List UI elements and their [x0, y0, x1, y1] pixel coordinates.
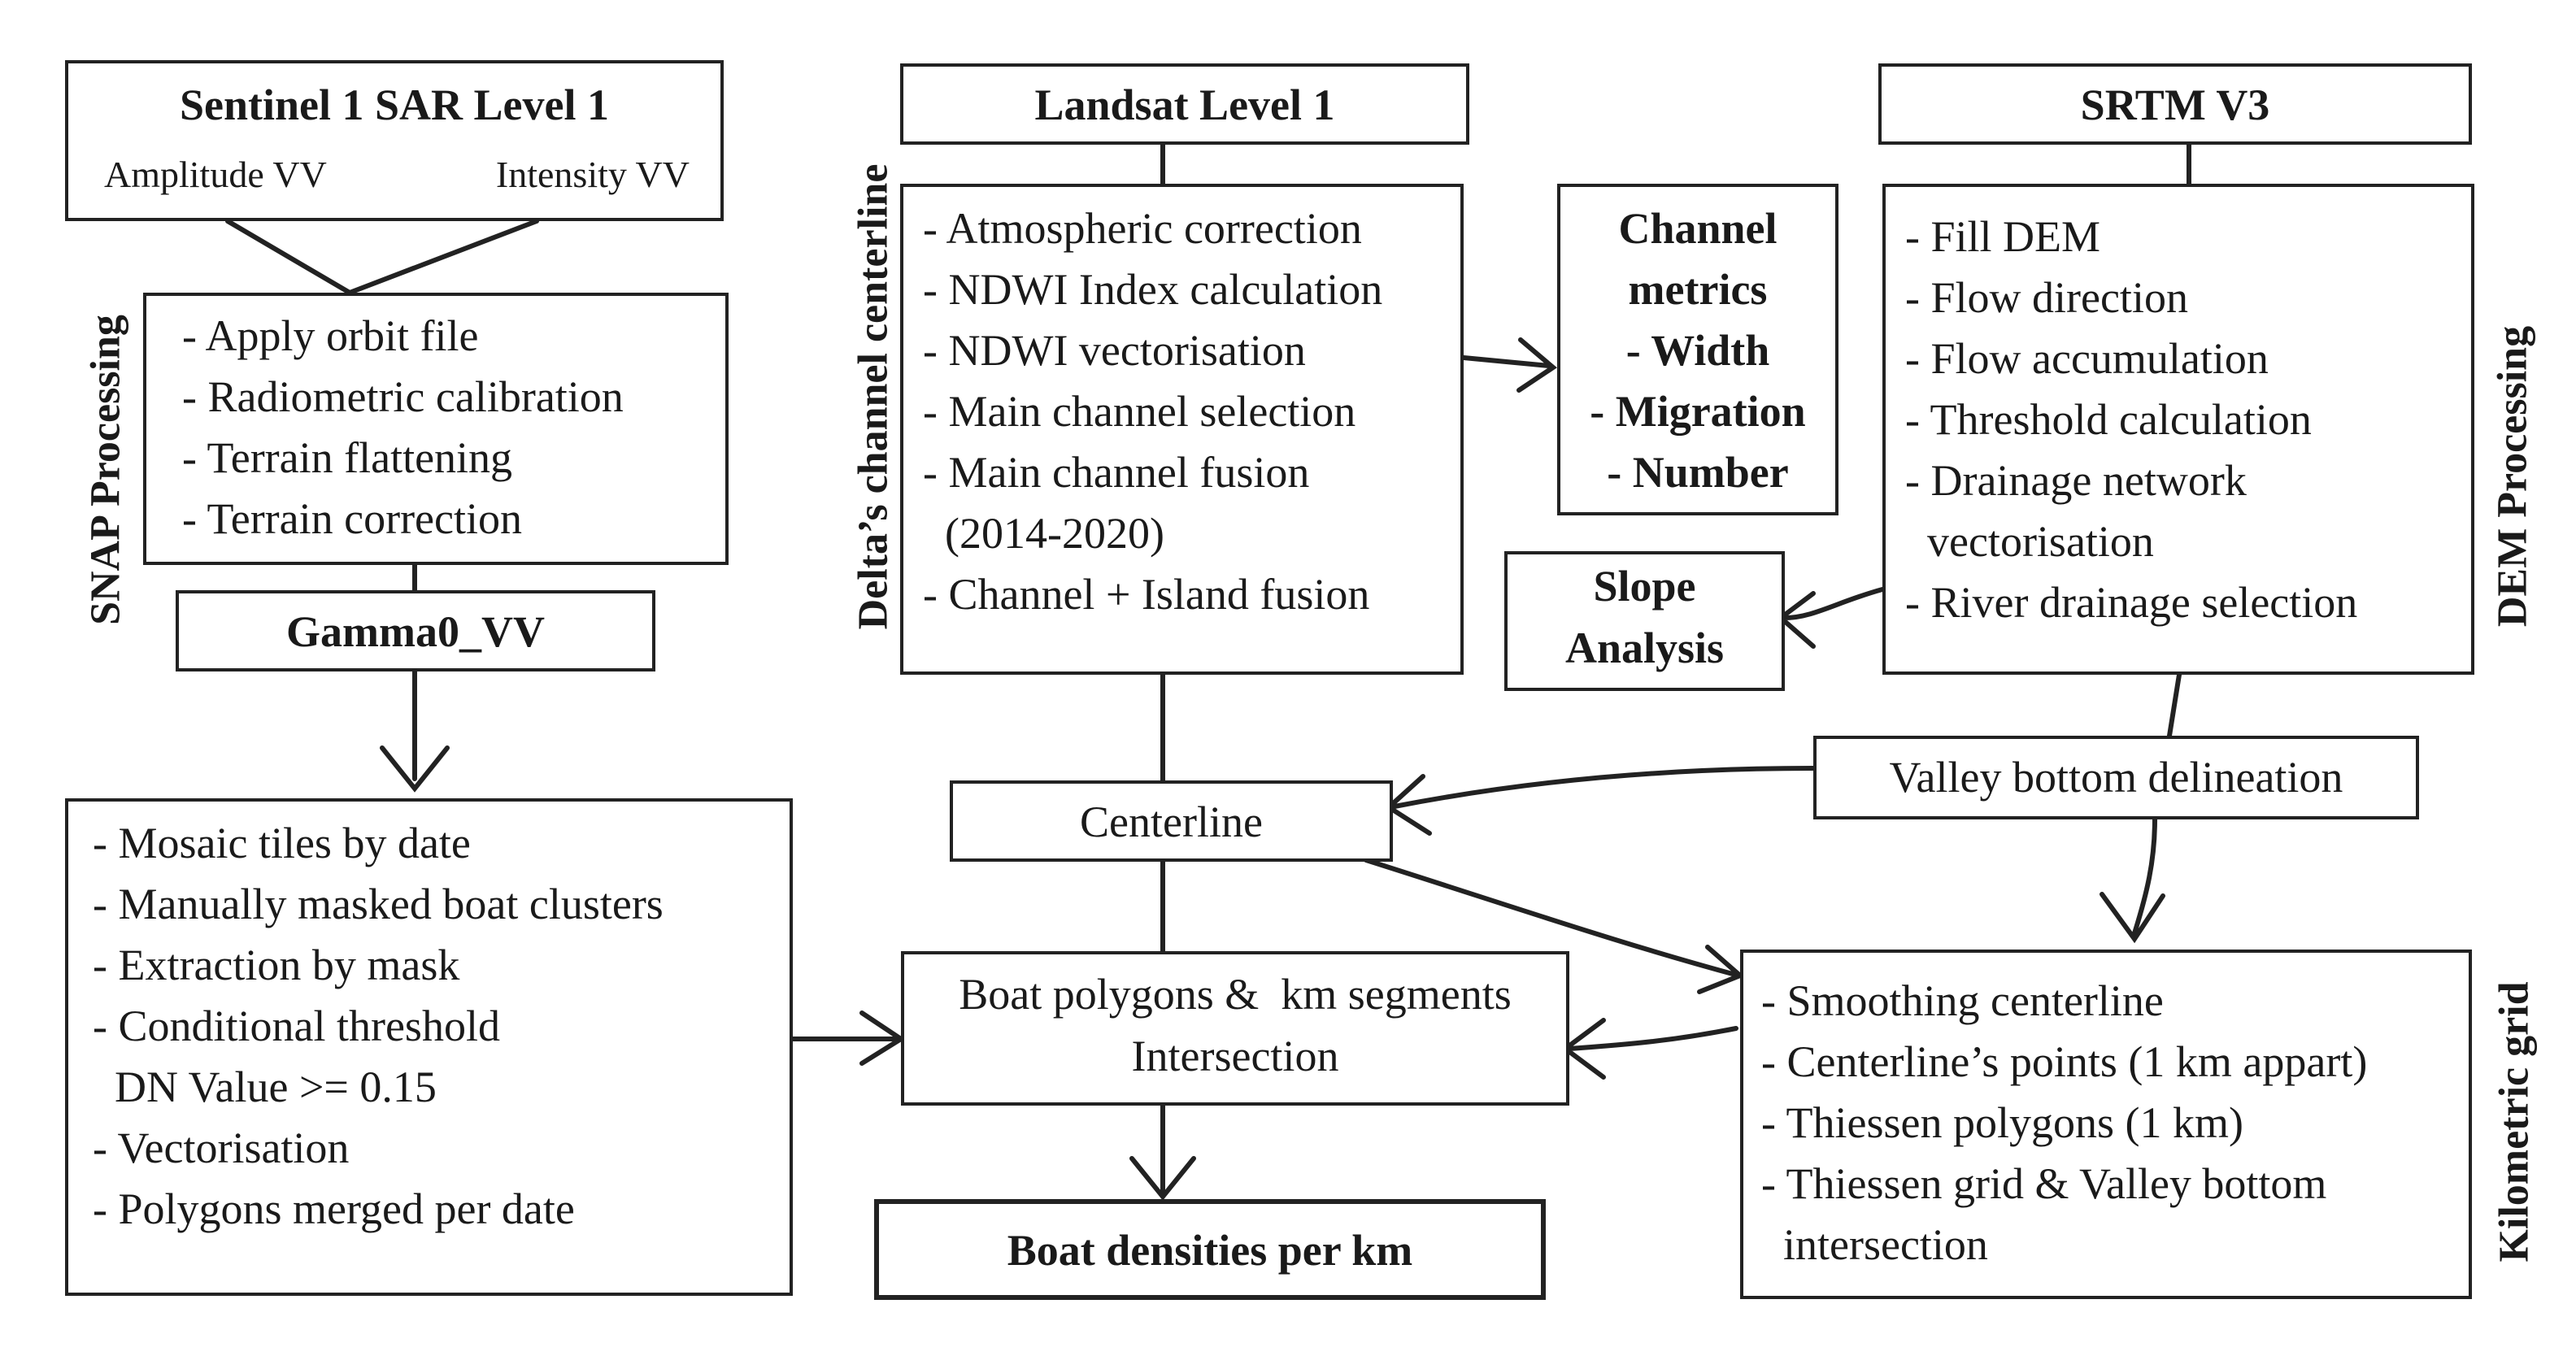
arrow-valley-grid	[2100, 817, 2165, 944]
delta-steps-box: - Atmospheric correction - NDWI Index ca…	[900, 184, 1464, 675]
srtm-title: SRTM V3	[2080, 80, 2270, 129]
delta-centerline-label: Delta’s channel centerline	[850, 163, 897, 630]
kilometric-grid-label: Kilometric grid	[2491, 981, 2538, 1263]
mosaic-step: - Conditional threshold	[93, 1002, 500, 1050]
kilometric-step: - Thiessen polygons (1 km)	[1761, 1098, 2243, 1147]
sentinel-title: Sentinel 1 SAR Level 1	[179, 80, 609, 129]
amplitude-label: Amplitude VV	[104, 154, 327, 195]
srtm-source-box: SRTM V3	[1878, 63, 2472, 145]
dem-steps-list: - Fill DEM - Flow direction - Flow accum…	[1905, 206, 2357, 633]
dem-step: - River drainage selection	[1905, 578, 2358, 627]
snap-steps-box: - Apply orbit file - Radiometric calibra…	[143, 293, 729, 565]
snap-step: - Terrain flattening	[182, 433, 513, 482]
metrics-line: Channel	[1618, 204, 1778, 253]
connector-sentinel-snap-right	[347, 219, 539, 295]
delta-step: - Main channel selection	[923, 387, 1356, 436]
landsat-source-box: Landsat Level 1	[900, 63, 1469, 145]
delta-step: - NDWI Index calculation	[923, 265, 1383, 314]
valley-bottom-label: Valley bottom delineation	[1889, 753, 2343, 802]
mosaic-step: - Mosaic tiles by date	[93, 819, 471, 867]
centerline-label: Centerline	[1080, 797, 1263, 846]
dem-step: vectorisation	[1905, 517, 2154, 566]
gamma0-label: Gamma0_VV	[286, 607, 545, 656]
delta-step: - Channel + Island fusion	[923, 570, 1370, 619]
arrow-intersection-densities	[1129, 1103, 1196, 1201]
delta-step: - Atmospheric correction	[923, 204, 1362, 253]
dem-step: - Threshold calculation	[1905, 395, 2312, 444]
landsat-title: Landsat Level 1	[1034, 80, 1335, 129]
dem-processing-label: DEM Processing	[2489, 325, 2536, 628]
dem-step: - Flow direction	[1905, 273, 2188, 322]
dem-step: - Flow accumulation	[1905, 334, 2269, 383]
arrow-dem-slope	[1777, 587, 1885, 649]
gamma0-box: Gamma0_VV	[176, 590, 655, 671]
kilometric-grid-box: - Smoothing centerline - Centerline’s po…	[1740, 950, 2472, 1299]
valley-bottom-box: Valley bottom delineation	[1813, 736, 2419, 819]
connector-sentinel-snap-left	[225, 219, 352, 295]
connector-dem-valley	[2167, 672, 2182, 738]
intensity-label: Intensity VV	[495, 154, 690, 195]
metrics-line: - Width	[1625, 326, 1770, 375]
boat-densities-box: Boat densities per km	[874, 1199, 1546, 1300]
mosaic-steps-box: - Mosaic tiles by date - Manually masked…	[65, 798, 793, 1296]
mosaic-step: - Vectorisation	[93, 1123, 350, 1172]
kilometric-step: - Thiessen grid & Valley bottom	[1761, 1159, 2327, 1208]
kilometric-step: - Smoothing centerline	[1761, 976, 2164, 1025]
mosaic-steps-list: - Mosaic tiles by date - Manually masked…	[93, 813, 664, 1240]
arrow-gamma-mosaic	[380, 669, 450, 793]
delta-step: - Main channel fusion	[923, 448, 1310, 497]
boat-densities-label: Boat densities per km	[1007, 1226, 1413, 1275]
kilometric-steps-list: - Smoothing centerline - Centerline’s po…	[1761, 971, 2367, 1276]
metrics-line: - Number	[1607, 448, 1789, 497]
channel-metrics-text: Channel metrics - Width - Migration - Nu…	[1560, 198, 1835, 503]
metrics-line: metrics	[1628, 265, 1768, 314]
kilometric-step: intersection	[1761, 1220, 1988, 1269]
delta-step: - NDWI vectorisation	[923, 326, 1306, 375]
snap-steps-list: - Apply orbit file - Radiometric calibra…	[182, 306, 624, 550]
intersection-line-1: Boat polygons & km segments	[959, 970, 1512, 1019]
kilometric-step: - Centerline’s points (1 km appart)	[1761, 1037, 2368, 1086]
snap-step: - Apply orbit file	[182, 311, 479, 360]
intersection-line-2: Intersection	[1131, 1032, 1339, 1080]
mosaic-step: - Extraction by mask	[93, 941, 460, 989]
centerline-box: Centerline	[950, 780, 1393, 862]
sentinel-source-box: Sentinel 1 SAR Level 1 Amplitude VV Inte…	[65, 60, 724, 221]
snap-processing-label: SNAP Processing	[82, 315, 129, 625]
slope-analysis-box: Slope Analysis	[1504, 551, 1785, 691]
slope-line-1: Slope	[1593, 562, 1696, 611]
dem-step: - Drainage network	[1905, 456, 2247, 505]
arrow-grid-intersection	[1560, 1018, 1738, 1080]
intersection-box: Boat polygons & km segments Intersection	[901, 951, 1569, 1106]
dem-step: - Fill DEM	[1905, 212, 2101, 261]
snap-step: - Radiometric calibration	[182, 372, 624, 421]
channel-metrics-box: Channel metrics - Width - Migration - Nu…	[1557, 184, 1838, 515]
dem-steps-box: - Fill DEM - Flow direction - Flow accum…	[1882, 184, 2474, 675]
delta-step: (2014-2020)	[923, 509, 1164, 558]
arrow-delta-metrics	[1461, 337, 1557, 393]
snap-step: - Terrain correction	[182, 494, 522, 543]
arrow-valley-centerline	[1385, 766, 1816, 836]
delta-steps-list: - Atmospheric correction - NDWI Index ca…	[923, 198, 1382, 625]
mosaic-step: DN Value >= 0.15	[93, 1063, 437, 1111]
mosaic-step: - Manually masked boat clusters	[93, 880, 664, 928]
arrow-mosaic-intersection	[790, 1010, 906, 1066]
slope-line-2: Analysis	[1564, 624, 1725, 672]
metrics-line: - Migration	[1590, 387, 1806, 436]
mosaic-step: - Polygons merged per date	[93, 1184, 575, 1233]
